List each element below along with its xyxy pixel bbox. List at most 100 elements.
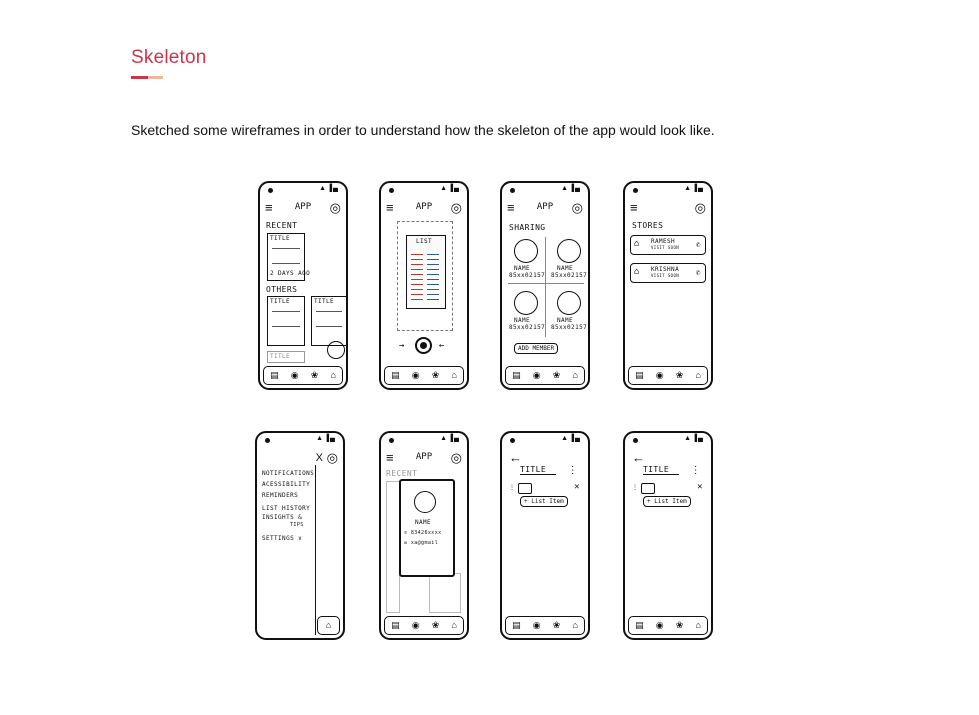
- camera-dot: [510, 438, 515, 443]
- people-icon: ❀: [552, 620, 561, 630]
- delete-icon[interactable]: ✕: [697, 482, 703, 492]
- phone-icon: ✆: [695, 268, 701, 277]
- stores-heading: STORES: [632, 221, 664, 230]
- list-title: TITLE: [643, 465, 680, 475]
- bottom-nav: ▤ ◉ ❀ ⌂: [263, 366, 343, 385]
- divider-vertical: [545, 237, 546, 337]
- profile-phone: ✆ 83426xxxx: [404, 530, 442, 536]
- shutter-button: [415, 337, 432, 354]
- store-name: KRISHNA: [651, 266, 680, 273]
- recent-card: TITLE 2 DAYS AGO: [267, 233, 310, 281]
- wireframe-home: ▲▐▄ ≡ APP ◎ RECENT TITLE 2 DAYS AGO OTHE…: [258, 181, 348, 390]
- menu-item-insights[interactable]: INSIGHTS &: [262, 514, 303, 521]
- member-avatar-icon: [557, 239, 581, 263]
- wireframe-list-detail-2: ▲▐▄ ← TITLE ⋮ ⋮⋮ ✕ + List Item ▤ ◉ ❀ ⌂: [623, 431, 713, 640]
- store-icon: ⌂: [634, 239, 640, 249]
- other-card-3: TITLE: [267, 351, 305, 363]
- store-icon: ⌂: [572, 370, 578, 380]
- intro-text: Sketched some wireframes in order to und…: [131, 122, 715, 138]
- people-icon: ❀: [431, 370, 440, 380]
- scribble-red: [411, 250, 423, 300]
- camera-icon: ◉: [411, 620, 420, 630]
- sharing-heading: SHARING: [509, 223, 546, 232]
- status-icons: ▲▐▄: [684, 185, 704, 192]
- list-icon: ▤: [270, 370, 279, 380]
- bottom-nav: ▤ ◉ ❀ ⌂: [384, 366, 464, 385]
- menu-item-settings[interactable]: SETTINGS ∨: [262, 535, 303, 542]
- others-label: OTHERS: [266, 285, 298, 294]
- menu-icon: ≡: [265, 200, 273, 215]
- add-list-item-button[interactable]: + List Item: [520, 496, 568, 507]
- profile-avatar-icon: [414, 491, 436, 513]
- card-title: TITLE: [270, 298, 291, 305]
- close-icon[interactable]: X: [315, 452, 323, 464]
- list-icon: ▤: [391, 620, 400, 630]
- delete-icon[interactable]: ✕: [574, 482, 580, 492]
- camera-icon: ◉: [655, 370, 664, 380]
- member-avatar-icon: [514, 239, 538, 263]
- status-icons: ▲▐▄: [440, 435, 460, 442]
- status-icons: ▲▐▄: [561, 435, 581, 442]
- store-icon: ⌂: [330, 370, 336, 380]
- drag-handle-icon[interactable]: ⋮⋮: [632, 484, 645, 491]
- camera-dot: [633, 438, 638, 443]
- store-icon: ⌂: [451, 620, 457, 630]
- avatar-icon: ◎: [450, 200, 462, 215]
- wireframe-profile: ▲▐▄ ≡ APP ◎ RECENT NAME ✆ 83426xxxx ✉ xa…: [379, 431, 469, 640]
- member-phone: 85xx02157: [509, 272, 546, 279]
- item-checkbox[interactable]: [518, 483, 532, 494]
- menu-item-reminders[interactable]: REMINDERS: [262, 492, 299, 499]
- store-name: RAMESH: [651, 238, 676, 245]
- back-icon[interactable]: ←: [509, 450, 522, 465]
- more-icon[interactable]: ⋮: [690, 465, 701, 476]
- profile-email: ✉ xa@gmail: [404, 540, 439, 546]
- people-icon: ❀: [310, 370, 319, 380]
- menu-item-notifications[interactable]: NOTIFICATIONS: [262, 470, 315, 477]
- people-icon: ❀: [552, 370, 561, 380]
- store-icon: ⌂: [634, 267, 640, 277]
- menu-item-list-history[interactable]: LIST HISTORY: [262, 505, 311, 512]
- back-icon[interactable]: ←: [632, 450, 645, 465]
- wireframe-camera: ▲▐▄ ≡ APP ◎ LIST → ← ▤ ◉ ❀ ⌂: [379, 181, 469, 390]
- member-name: NAME: [557, 265, 574, 272]
- store-card[interactable]: ⌂ KRISHNA VISIT SOON ✆: [630, 263, 706, 283]
- more-icon[interactable]: ⋮: [567, 465, 578, 476]
- store-meta: VISIT SOON: [651, 245, 680, 250]
- camera-icon: ◉: [655, 620, 664, 630]
- status-icons: ▲▐▄: [561, 185, 581, 192]
- drag-handle-icon[interactable]: ⋮⋮: [509, 484, 522, 491]
- phone-icon: ✆: [695, 240, 701, 249]
- camera-dot: [633, 188, 638, 193]
- add-member-button[interactable]: ADD MEMBER: [514, 343, 559, 354]
- bottom-nav: ▤ ◉ ❀ ⌂: [384, 616, 464, 635]
- avatar-icon: ◎: [329, 200, 341, 215]
- menu-icon: ≡: [386, 450, 394, 465]
- bottom-nav: ▤ ◉ ❀ ⌂: [505, 616, 585, 635]
- store-card[interactable]: ⌂ RAMESH VISIT SOON ✆: [630, 235, 706, 255]
- camera-icon: ◉: [532, 620, 541, 630]
- card-lines: [272, 311, 300, 327]
- list-title: TITLE: [520, 465, 557, 475]
- card-lines: [272, 248, 300, 264]
- camera-icon: ◉: [290, 370, 299, 380]
- profile-popup: NAME ✆ 83426xxxx ✉ xa@gmail: [399, 479, 455, 577]
- item-checkbox[interactable]: [641, 483, 655, 494]
- title-underline: [131, 76, 163, 79]
- divider-horizontal: [508, 283, 584, 284]
- list-label: LIST: [416, 238, 433, 245]
- card-lines: [316, 311, 342, 327]
- camera-dot: [268, 188, 273, 193]
- member-name: NAME: [514, 317, 531, 324]
- member-name: NAME: [514, 265, 531, 272]
- member-avatar-icon: [557, 291, 581, 315]
- app-label: APP: [415, 452, 433, 462]
- menu-item-accessibility[interactable]: ACESSIBILITY: [262, 481, 311, 488]
- wireframe-sharing: ▲▐▄ ≡ APP ◎ SHARING NAME 85xx02157 NAME …: [500, 181, 590, 390]
- add-list-item-button[interactable]: + List Item: [643, 496, 691, 507]
- bottom-nav: ▤ ◉ ❀ ⌂: [628, 616, 708, 635]
- card-title: TITLE: [314, 298, 335, 305]
- status-icons: ▲▐▄: [684, 435, 704, 442]
- camera-dot: [265, 438, 270, 443]
- bottom-nav: ⌂: [317, 616, 340, 635]
- scanned-list: LIST: [406, 235, 446, 309]
